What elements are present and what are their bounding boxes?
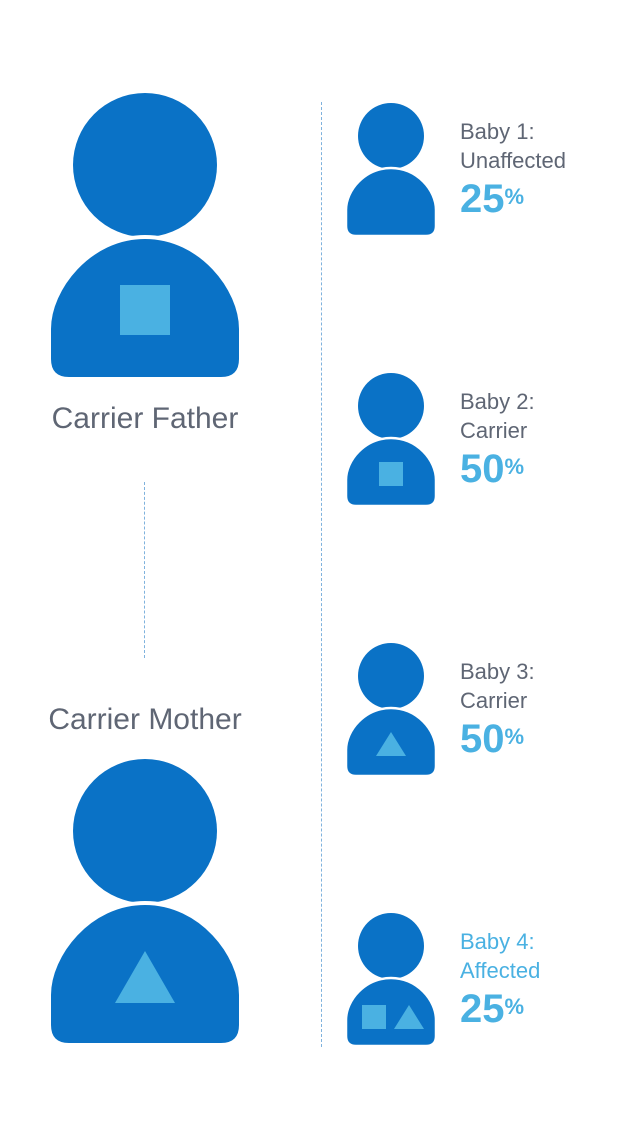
baby-3-figure <box>345 643 437 778</box>
baby-1-percent-symbol: % <box>504 184 525 209</box>
baby-4-status: Affected <box>460 958 541 983</box>
baby-3-percent: 50% <box>460 719 535 768</box>
baby-2-head <box>358 373 424 439</box>
baby-1-status: Unaffected <box>460 148 567 173</box>
baby-2-percent-value: 50 <box>460 447 505 491</box>
square-icon <box>120 285 170 335</box>
father-figure <box>47 93 243 381</box>
baby-4-text: Baby 4: Affected 25% <box>460 927 540 1038</box>
column-divider <box>321 102 322 1047</box>
mother-figure <box>47 759 243 1047</box>
parents-divider <box>144 482 145 658</box>
baby-3-status: Carrier <box>460 688 528 713</box>
baby-3-head <box>358 643 424 709</box>
triangle-icon <box>394 1005 424 1029</box>
baby-4-percent: 25% <box>460 989 540 1038</box>
baby-4-title: Baby 4: <box>460 929 535 954</box>
baby-1-percent: 25% <box>460 179 566 228</box>
baby-4-percent-value: 25 <box>460 987 505 1031</box>
baby-2-title: Baby 2: <box>460 389 535 414</box>
baby-3-text: Baby 3: Carrier 50% <box>460 657 535 768</box>
mother-label: Carrier Mother <box>48 703 242 736</box>
baby-2-status: Carrier <box>460 418 528 443</box>
baby-1-body <box>345 166 437 238</box>
baby-1-text: Baby 1: Unaffected 25% <box>460 117 566 228</box>
baby-3-title: Baby 3: <box>460 659 535 684</box>
baby-3-percent-symbol: % <box>504 724 525 749</box>
baby-1-head <box>358 103 424 169</box>
baby-2-percent-symbol: % <box>504 454 525 479</box>
father-head <box>73 93 217 237</box>
baby-1-figure <box>345 103 437 238</box>
baby-2-text: Baby 2: Carrier 50% <box>460 387 535 498</box>
baby-4-figure <box>345 913 437 1048</box>
baby-4-body <box>345 976 437 1048</box>
triangle-icon <box>115 951 175 1003</box>
mother-head <box>73 759 217 903</box>
square-icon <box>362 1005 386 1029</box>
baby-4-head <box>358 913 424 979</box>
baby-1-percent-value: 25 <box>460 177 505 221</box>
square-icon <box>379 462 403 486</box>
baby-3-percent-value: 50 <box>460 717 505 761</box>
baby-2-figure <box>345 373 437 508</box>
baby-4-percent-symbol: % <box>504 994 525 1019</box>
baby-2-percent: 50% <box>460 449 535 498</box>
triangle-icon <box>376 732 406 756</box>
baby-1-title: Baby 1: <box>460 119 535 144</box>
father-label: Carrier Father <box>51 402 239 435</box>
